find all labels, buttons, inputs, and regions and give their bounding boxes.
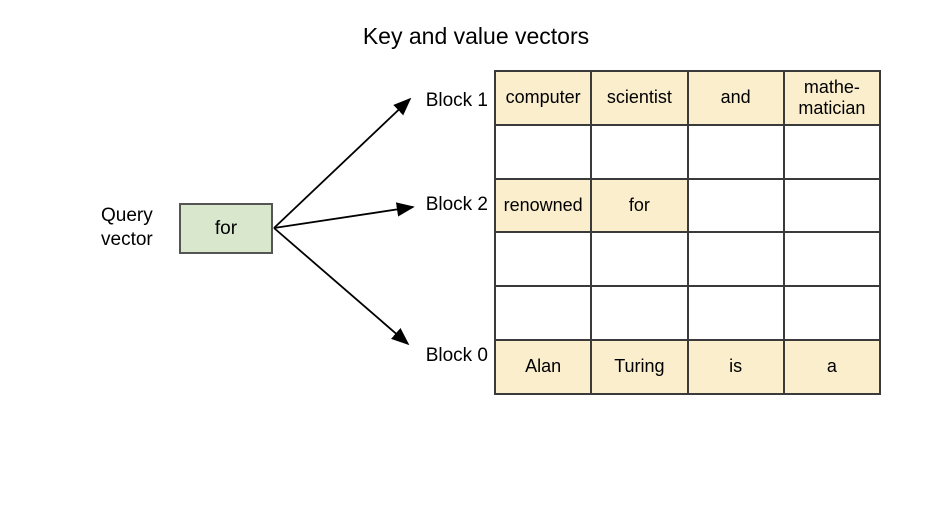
query-vector-label-line-1: Query — [101, 205, 153, 226]
table-cell-empty — [782, 177, 882, 234]
query-vector-label-line-2: vector — [101, 229, 153, 250]
arrow-to-block-0 — [273, 227, 410, 346]
table-cell-token: Alan — [493, 338, 593, 395]
table-cell-token: computer — [493, 70, 593, 126]
page-title: Key and value vectors — [362, 23, 590, 49]
query-vector-box[interactable]: for — [179, 203, 273, 254]
table-row — [493, 285, 882, 341]
table-cell-token: a — [782, 338, 882, 395]
table-cell-empty — [686, 123, 785, 180]
table-cell-token: is — [686, 338, 785, 395]
table-cell-token: renowned — [493, 177, 593, 234]
table-cell-line: matician — [798, 97, 866, 118]
table-cell-empty — [686, 177, 785, 234]
table-cell-empty — [590, 231, 689, 288]
table-cell-token: and — [686, 70, 785, 126]
table-cell-empty — [782, 231, 882, 288]
arrow-to-block-2 — [273, 202, 415, 229]
arrow-to-block-1 — [273, 97, 412, 229]
table-cell-empty — [782, 285, 882, 341]
table-row — [493, 231, 882, 288]
table-cell-empty — [590, 123, 689, 180]
table-cell-token: scientist — [590, 70, 689, 126]
query-vector-token: for — [214, 217, 238, 239]
block-label-0: Block 0 — [425, 345, 488, 366]
query-vector-label: Query vector — [101, 204, 177, 252]
table-cell-token: mathe-matician — [782, 70, 882, 126]
block-label-2: Block 2 — [425, 194, 488, 215]
table-cell-empty — [782, 123, 882, 180]
table-cell-empty — [493, 123, 593, 180]
table-cell-empty — [686, 231, 785, 288]
table-cell-token: Turing — [590, 338, 689, 395]
table-cell-empty — [590, 285, 689, 341]
table-row — [493, 123, 882, 180]
table-cell-empty — [686, 285, 785, 341]
table-cell-token: for — [590, 177, 689, 234]
block-label-1: Block 1 — [425, 90, 488, 111]
table-cell-line: mathe- — [803, 76, 860, 97]
table-cell-empty — [493, 231, 593, 288]
table-cell-empty — [493, 285, 593, 341]
